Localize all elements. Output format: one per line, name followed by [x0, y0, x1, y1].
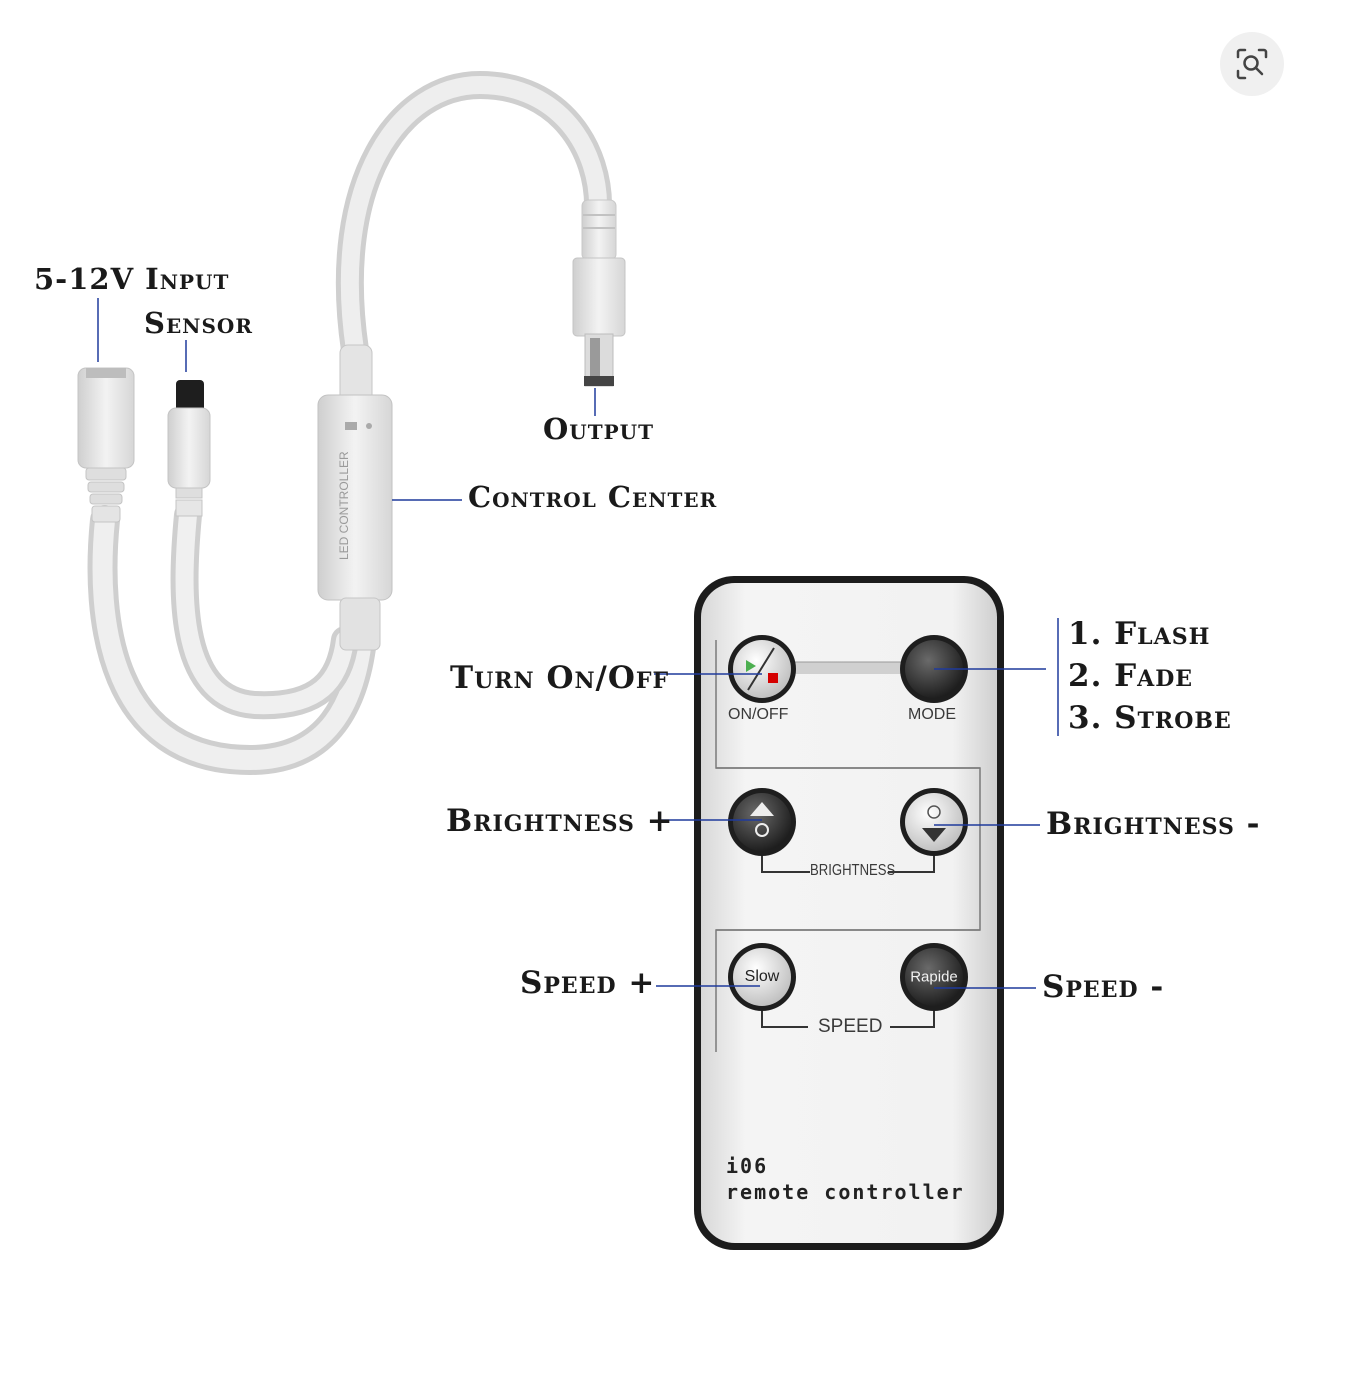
- remote-brightness-text: BRIGHTNESS: [810, 862, 896, 879]
- remote-name: remote controller: [726, 1180, 965, 1204]
- remote-on-off-text: ON/OFF: [728, 706, 789, 723]
- brightness-down-button[interactable]: [900, 788, 968, 856]
- remote-model: i06: [726, 1154, 769, 1178]
- rapide-button[interactable]: [900, 943, 968, 1011]
- control-box: LED CONTROLLER: [317, 344, 393, 651]
- label-mode-strobe: 3. Strobe: [1068, 700, 1232, 736]
- slow-button[interactable]: [728, 943, 796, 1011]
- on-off-button[interactable]: [728, 635, 796, 703]
- controller-cables: [87, 70, 613, 776]
- label-control-center: Control Center: [468, 480, 718, 514]
- cable-leader-lines: [97, 298, 596, 501]
- label-brightness-plus: Brightness +: [446, 803, 674, 839]
- remote-leader-lines: [654, 618, 1059, 989]
- label-speed-minus: Speed -: [1042, 969, 1165, 1005]
- sensor-connector: [167, 380, 211, 517]
- slow-button-label: Slow: [744, 968, 780, 985]
- label-output: Output: [543, 412, 654, 446]
- visual-search-button[interactable]: [1220, 32, 1284, 96]
- brightness-up-button[interactable]: [728, 788, 796, 856]
- label-brightness-minus: Brightness -: [1046, 806, 1261, 842]
- controller-print: LED CONTROLLER: [337, 451, 351, 560]
- label-sensor: Sensor: [144, 306, 253, 340]
- remote-mode-text: MODE: [908, 706, 956, 723]
- rapide-button-label: Rapide: [910, 968, 958, 986]
- output-connector: [572, 199, 626, 387]
- visual-search-icon: [1236, 48, 1268, 80]
- input-connector: [77, 367, 135, 523]
- label-speed-plus: Speed +: [520, 965, 656, 1001]
- label-input: 5-12V Input: [34, 262, 230, 296]
- label-mode-fade: 2. Fade: [1068, 658, 1194, 694]
- remote-body: [694, 576, 1004, 1250]
- remote-speed-text: SPEED: [818, 1016, 883, 1037]
- label-mode-flash: 1. Flash: [1068, 616, 1211, 652]
- label-turn-on-off: Turn On/Off: [450, 660, 670, 696]
